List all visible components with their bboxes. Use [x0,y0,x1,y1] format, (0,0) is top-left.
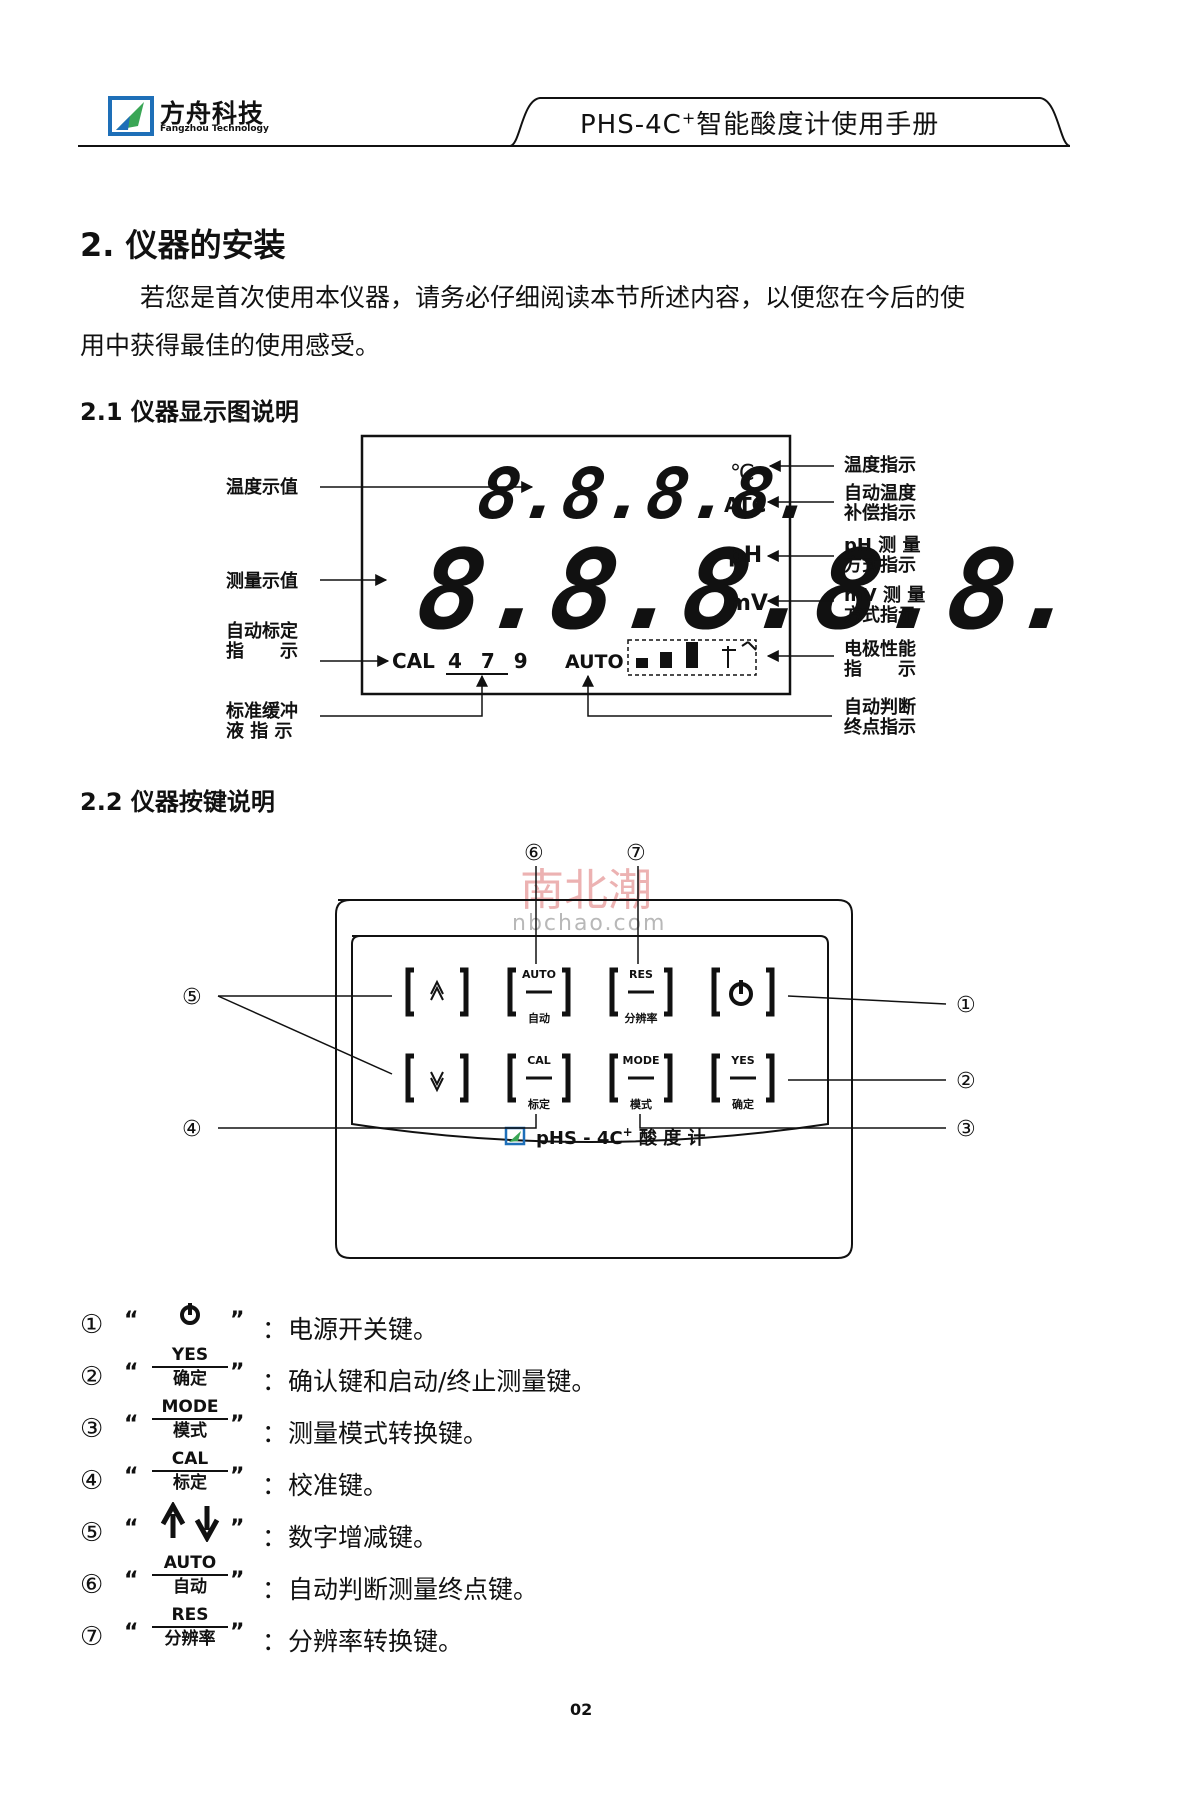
up-down-arrows-icon [160,1500,220,1544]
page-number: 02 [570,1700,593,1719]
svg-text:AUTO: AUTO [522,968,556,981]
header-rule [78,97,1071,147]
unit-atc: ATC [724,493,766,517]
svg-text:①: ① [956,993,976,1018]
svg-text:⑥: ⑥ [524,841,544,866]
svg-text:⑤: ⑤ [182,985,202,1010]
svg-text:确定: 确定 [732,1097,754,1111]
svg-text:④: ④ [182,1117,202,1142]
svg-text:RES: RES [629,968,653,981]
label-atc: 自动温度补偿指示 [844,483,916,524]
svg-text:MODE: MODE [623,1054,660,1067]
cal-indicator: CAL [392,649,435,673]
auto-indicator: AUTO [565,651,624,673]
lcd-display-diagram: 8.8.8.8. 8.8.8.8.8. ℃ ATC pH mV CAL 4 7 … [320,434,1090,717]
label-electrode: 电极性能指 示 [844,639,916,680]
svg-text:②: ② [956,1069,976,1094]
label-buffer: 标准缓冲液 指 示 [226,701,298,742]
legend-item-arrows: ⑤ “ ” ： 数字增减键。 [80,1500,780,1562]
label-auto-cal: 自动标定指 示 [226,621,298,662]
svg-text:③: ③ [956,1117,976,1142]
svg-text:分辨率: 分辨率 [625,1011,658,1025]
legend-item-power: ① “ ” ： 电源开关键。 [80,1303,780,1354]
company-logo [108,96,154,136]
watermark-en: nbchao.com [512,911,666,936]
label-measure-value: 测量示值 [226,571,298,592]
keypad-heading: 2.2 仪器按键说明 [80,788,275,816]
down-arrow-icon [430,1071,444,1093]
brand-name: 方舟科技 [160,99,265,128]
label-mv-mode: mV 测 量方式指示 [844,585,926,626]
intro-paragraph: 若您是首次使用本仪器，请务必仔细阅读本节所述内容，以便您在今后的使 用中获得最佳… [80,283,966,360]
svg-text:CAL: CAL [527,1054,551,1067]
manual-title: PHS-4C+智能酸度计使用手册 [580,108,940,140]
svg-text:标定: 标定 [527,1097,550,1111]
model-label: pHS - 4C+ 酸 度 计 [536,1125,706,1149]
electrode-indicator [627,639,757,676]
up-arrow-icon [430,979,444,1001]
svg-text:⑦: ⑦ [626,841,646,866]
label-ph-mode: pH 测 量方式指示 [844,535,921,576]
power-icon [180,1303,200,1325]
svg-text:自动: 自动 [528,1011,550,1025]
svg-text:模式: 模式 [630,1097,652,1111]
display-diagram-heading: 2.1 仪器显示图说明 [80,398,299,426]
label-temp-indicator: 温度指示 [844,455,916,476]
buffer-values: 4 7 9 [448,649,534,673]
unit-mv: mV [728,591,768,616]
temp-digits: 8.8.8.8. [473,453,822,535]
keypad-diagram: 南北潮 nbchao.com AUTO 自动 RES 分辨率 CAL 标定 MODE 模… [182,841,976,1259]
svg-text:YES: YES [730,1054,754,1067]
label-endpoint: 自动判断终点指示 [844,697,916,738]
watermark-cn: 南北潮 [520,865,652,916]
section-title: 2. 仪器的安装 [80,226,286,264]
unit-celsius: ℃ [730,461,755,486]
label-temp-value: 温度示值 [226,477,298,498]
unit-ph: pH [728,543,762,568]
main-digits: 8.8.8.8.8. [410,527,1090,655]
brand-name-en: Fangzhou Technology [160,124,269,134]
